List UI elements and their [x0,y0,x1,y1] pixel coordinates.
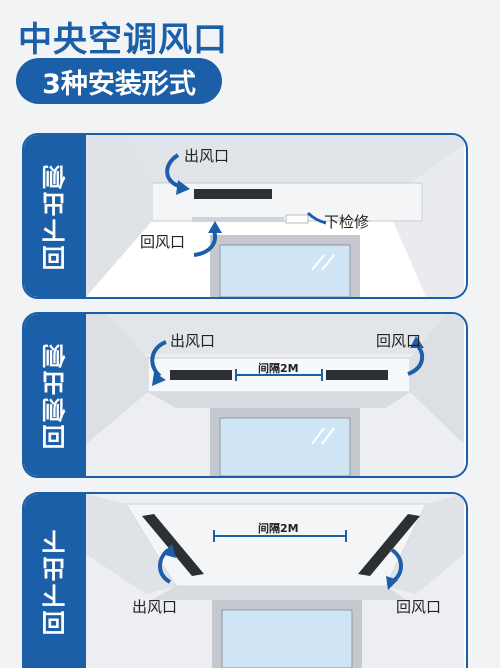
return-vent [358,514,420,576]
scene-1: 出风口 回风口 下检修 [86,135,466,297]
side-label: 回侧出侧 [41,341,70,449]
side-tab [24,135,86,297]
ceiling-illustration-2 [86,314,464,476]
scene-3: 间隔2M 出风口 回风口 [86,494,466,668]
outlet-vent [142,514,204,576]
return-label: 回风口 [396,598,442,616]
page-title: 中央空调风口 [18,20,228,60]
panel-return-side-outlet-side: 回侧出侧 出风口 回风口 间隔2M [22,312,468,478]
side-label: 回下出侧 [41,162,70,270]
access-label: 下检修 [324,213,370,231]
side-tab [24,494,86,668]
outlet-vent [194,189,272,199]
ceiling-illustration-1 [86,135,464,297]
subtitle-badge: 3种安装形式 [16,58,222,104]
return-vent [192,217,284,222]
outlet-label: 出风口 [184,147,230,165]
return-label: 回风口 [376,332,422,350]
ceiling-illustration-3 [86,494,464,668]
panel-return-bottom-outlet-bottom: 回下出下 间隔2M 出风口 回风口 [22,492,468,668]
gap-label: 间隔2M [258,362,299,375]
panel-return-bottom-outlet-side: 回下出侧 出风口 回风口 下检修 [22,133,468,299]
side-label: 回下出下 [41,527,70,635]
side-tab [24,314,86,476]
scene-2: 出风口 回风口 间隔2M [86,314,466,476]
outlet-vent [170,370,232,380]
outlet-label: 出风口 [132,598,178,616]
return-label: 回风口 [140,233,186,251]
outlet-label: 出风口 [170,332,216,350]
subtitle-text: 3种安装形式 [42,68,196,100]
return-vent [326,370,388,380]
gap-label: 间隔2M [258,522,299,535]
